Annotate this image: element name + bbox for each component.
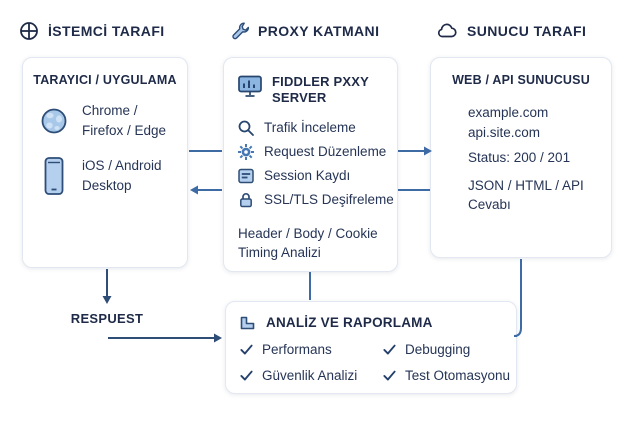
check-icon [383, 344, 396, 354]
analysis-box-header: ANALİZ VE RAPORLAMA [238, 313, 516, 332]
browser-item-label: Chrome / Firefox / Edge [82, 101, 166, 141]
proxy-column-header: PROXY KATMANI [230, 21, 379, 40]
proxy-box: FIDDLER PXXY SERVER Trafik İnceleme [223, 57, 398, 272]
server-status: Status: 200 / 201 [468, 150, 571, 165]
browser-line-2: Firefox / Edge [82, 123, 167, 138]
server-box: WEB / API SUNUCUSU example.com api.site.… [430, 57, 612, 258]
proxy-title-line-1: FIDDLER PXXY [272, 74, 370, 89]
server-host-1: example.com [468, 105, 549, 120]
feature-ssl-decrypt: SSL/TLS Deşifreleme [237, 191, 394, 208]
proxy-box-header: FIDDLER PXXY SERVER [237, 74, 397, 106]
server-box-title: WEB / API SUNUCUSU [452, 73, 590, 87]
response-flow-label: RESPUEST [70, 311, 144, 326]
gear-icon [238, 143, 254, 160]
proxy-box-title: FIDDLER PXXY SERVER [272, 74, 369, 106]
note-line-1: Header / Body / Cookie [238, 226, 378, 241]
arrowhead-left-icon [190, 185, 198, 195]
server-response-type: JSON / HTML / API Cevabı [468, 176, 584, 214]
feature-label: Trafik İnceleme [264, 120, 356, 135]
response-line-1: JSON / HTML / API [468, 178, 584, 193]
platform-line-1: iOS / Android [82, 158, 162, 173]
proxy-box-note: Header / Body / Cookie Timing Analizi [238, 224, 378, 262]
server-column-header: SUNUCU TARAFI [436, 21, 586, 41]
check-icon [240, 344, 253, 354]
feature-request-edit: Request Düzenleme [237, 143, 394, 160]
response-line-2: Cevabı [468, 197, 511, 212]
analysis-item-label: Performans [262, 341, 332, 357]
smartphone-icon [44, 157, 64, 195]
analysis-item-grid: Performans Debugging Güvenlik Analizi Te… [239, 339, 510, 385]
monitor-icon [238, 75, 262, 97]
analysis-item-test-automation: Test Otomasyonu [382, 365, 510, 385]
feature-label: SSL/TLS Deşifreleme [264, 192, 394, 207]
platform-item-label: iOS / Android Desktop [82, 156, 162, 196]
check-icon [240, 370, 253, 380]
analysis-item-performance: Performans [239, 339, 382, 359]
browser-line-1: Chrome / [82, 103, 138, 118]
proxy-column-title: PROXY KATMANI [258, 22, 380, 39]
client-column-header: İSTEMCİ TARAFI [19, 21, 165, 41]
client-box: TARAYICI / UYGULAMA Chrome / Firefox / E… [22, 57, 188, 268]
feature-traffic-inspect: Trafik İnceleme [237, 119, 394, 136]
server-details: example.com api.site.com Status: 200 / 2… [468, 105, 584, 214]
analysis-box-title: ANALİZ VE RAPORLAMA [266, 315, 433, 330]
document-icon [238, 168, 254, 183]
arrowhead-right-bottom-icon [214, 333, 222, 343]
analysis-item-label: Test Otomasyonu [405, 367, 511, 383]
proxy-title-line-2: SERVER [272, 90, 327, 105]
note-line-2: Timing Analizi [238, 245, 321, 260]
analysis-item-label: Debugging [405, 341, 471, 357]
browser-globe-icon [41, 108, 67, 134]
cloud-icon [437, 23, 457, 38]
analysis-item-debugging: Debugging [382, 339, 510, 359]
platform-line-2: Desktop [82, 178, 132, 193]
proxy-feature-list: Trafik İnceleme Request Düzenleme [237, 119, 394, 208]
analysis-box: ANALİZ VE RAPORLAMA Performans Debugging… [225, 301, 517, 394]
server-host-2: api.site.com [468, 125, 541, 140]
analysis-item-security: Güvenlik Analizi [239, 365, 382, 385]
arrowhead-down-icon [102, 296, 112, 304]
client-box-title: TARAYICI / UYGULAMA [33, 73, 177, 87]
lock-icon [240, 192, 252, 207]
globe-icon [20, 22, 38, 40]
bar-chart-icon [240, 316, 255, 330]
client-column-title: İSTEMCİ TARAFI [48, 23, 165, 39]
feature-session-record: Session Kaydı [237, 167, 394, 184]
feature-label: Request Düzenleme [264, 144, 387, 159]
wrench-icon [232, 22, 249, 40]
feature-label: Session Kaydı [264, 168, 351, 183]
server-column-title: SUNUCU TARAFI [467, 23, 587, 39]
platform-item: iOS / Android Desktop [40, 156, 162, 196]
check-icon [383, 370, 396, 380]
analysis-item-label: Güvenlik Analizi [262, 367, 358, 383]
browser-item: Chrome / Firefox / Edge [40, 101, 166, 141]
magnifier-icon [238, 120, 254, 136]
